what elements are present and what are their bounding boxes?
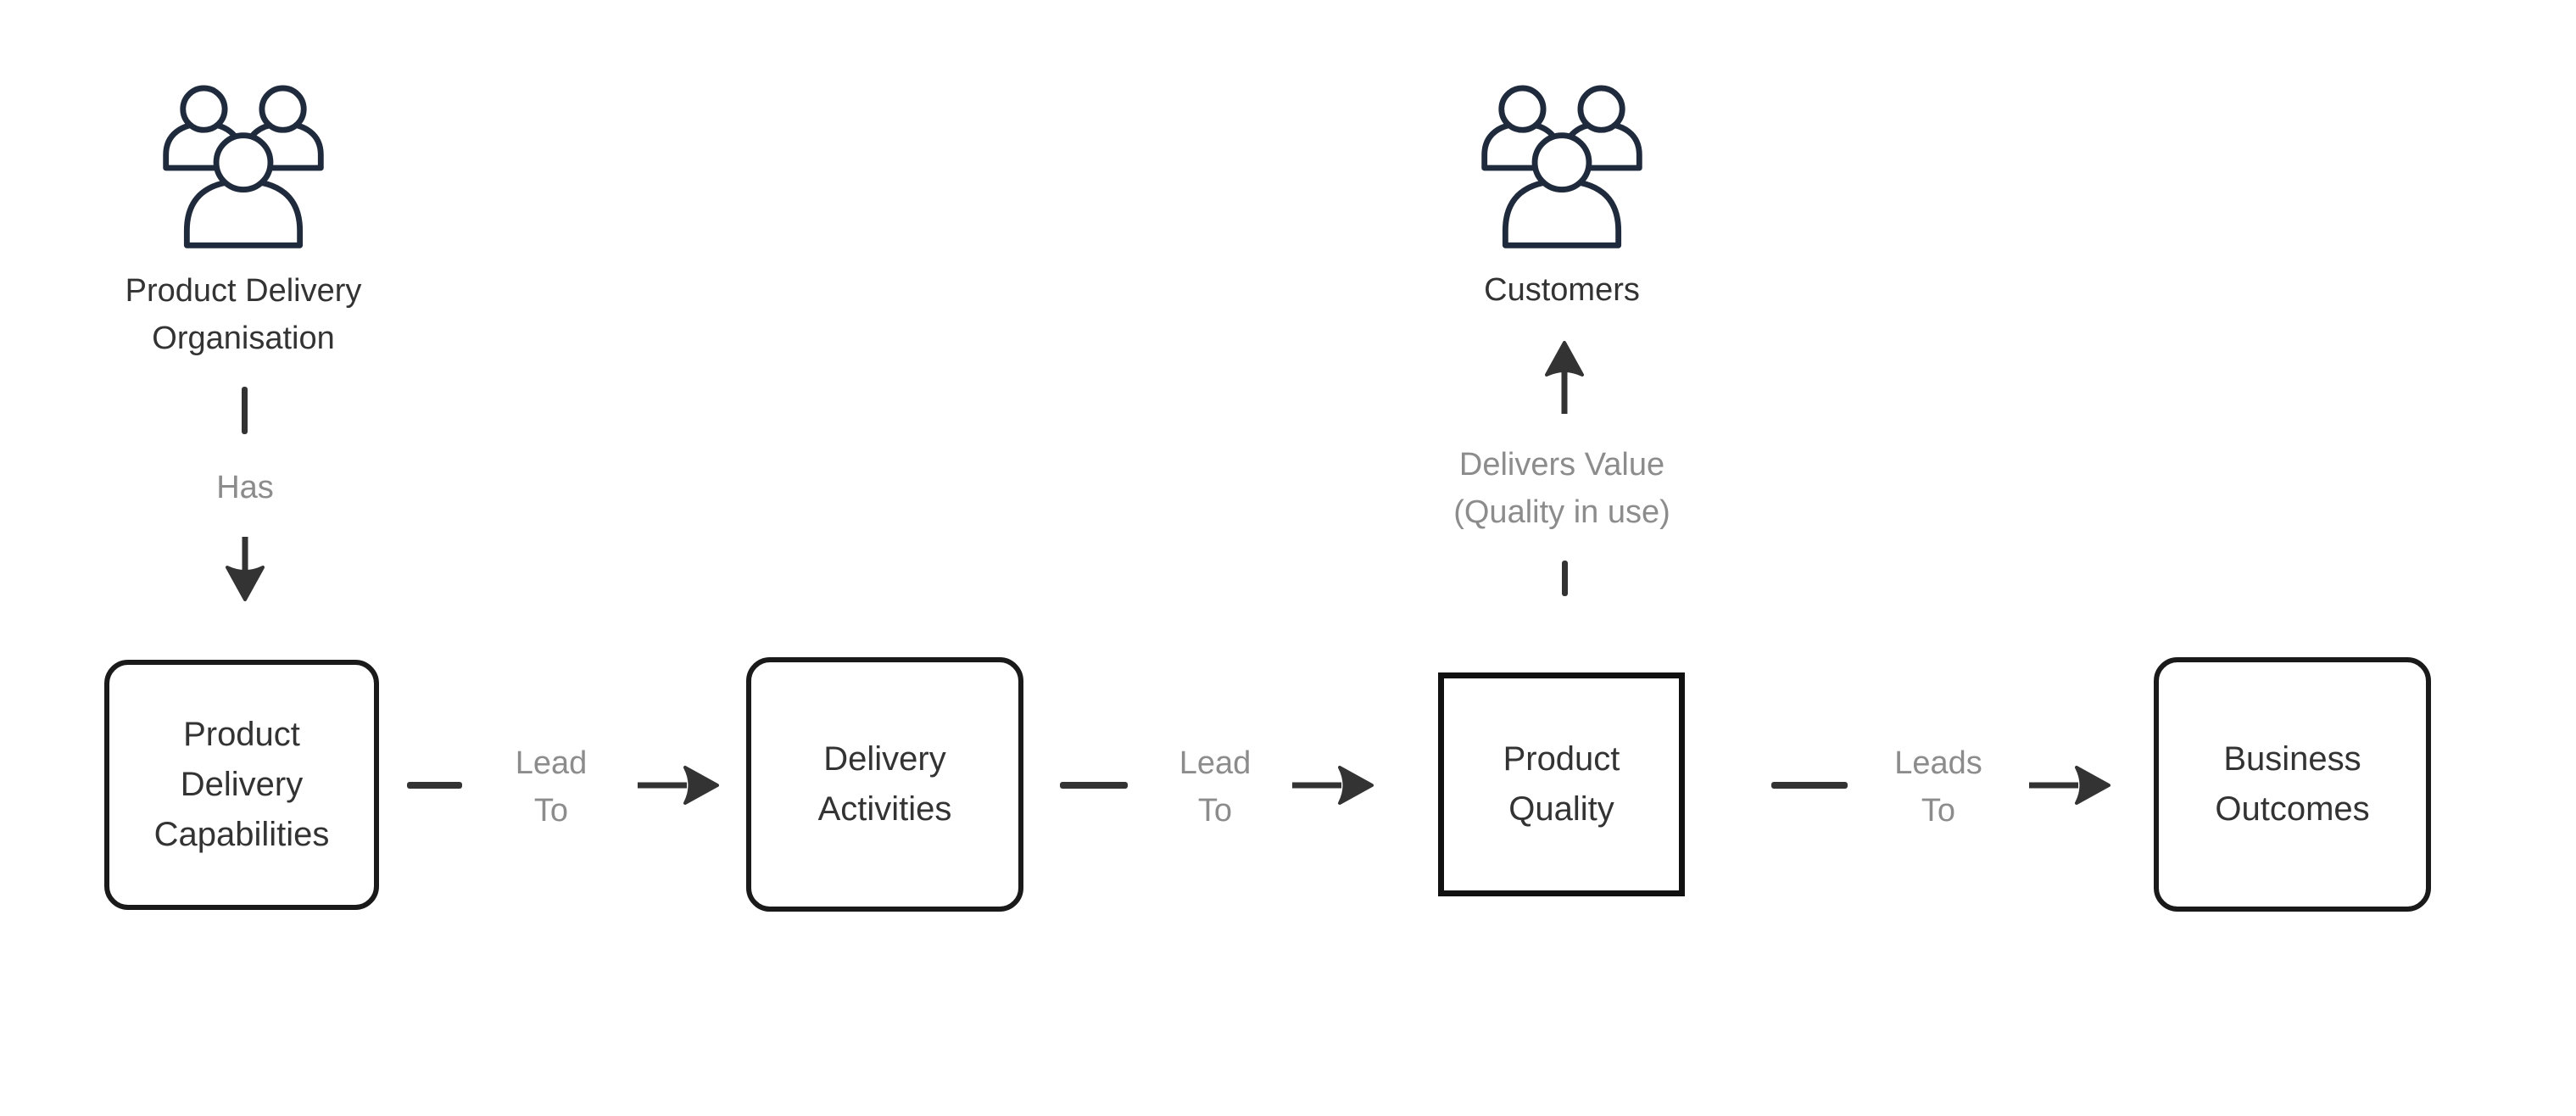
arrow-right-icon <box>1292 766 1374 805</box>
connector-label-line: To <box>533 793 569 829</box>
connector-segment <box>242 387 248 434</box>
node-label-line: Outcomes <box>2215 790 2370 828</box>
node-label: Product Quality <box>1503 734 1620 834</box>
connector-label-line: Leads <box>1894 745 1982 781</box>
connector-label-line: Lead <box>515 745 588 781</box>
node-label-line: Activities <box>817 790 952 828</box>
connector-label: Has <box>160 464 330 511</box>
node-label-line: Delivery <box>823 740 946 778</box>
people-group-icon <box>163 85 324 248</box>
arrow-up-icon <box>1545 341 1584 414</box>
connector-label-line: Delivers Value <box>1458 447 1665 483</box>
connector-label-line: Lead <box>1179 745 1252 781</box>
connector-label: Lead To <box>1130 739 1300 834</box>
node-business-outcomes: Business Outcomes <box>2154 657 2431 912</box>
node-label: Delivery Activities <box>818 734 952 834</box>
node-label: Product Delivery Capabilities <box>154 710 330 860</box>
actor-caption: Customers <box>1392 266 1731 314</box>
connector-label-line: To <box>1921 793 1956 829</box>
actor-caption: Product Delivery Organisation <box>74 267 413 362</box>
node-label-line: Product <box>1503 740 1620 778</box>
node-product-delivery-capabilities: Product Delivery Capabilities <box>104 660 379 910</box>
connector-segment <box>1771 782 1848 789</box>
node-product-quality: Product Quality <box>1438 672 1685 896</box>
connector-segment <box>407 782 462 789</box>
node-label-line: Product <box>183 716 300 753</box>
connector-label: Delivers Value (Quality in use) <box>1375 441 1748 536</box>
connector-segment <box>1562 561 1568 596</box>
node-label: Business Outcomes <box>2215 734 2369 834</box>
connector-label-line: Has <box>216 470 274 505</box>
actor-caption-line: Customers <box>1484 272 1640 308</box>
actor-caption-line: Product Delivery <box>125 273 362 309</box>
people-group-icon <box>1481 85 1642 248</box>
node-label-line: Delivery <box>180 766 304 803</box>
connector-label-line: (Quality in use) <box>1453 494 1670 530</box>
arrow-down-icon <box>226 537 265 601</box>
arrow-right-icon <box>638 766 719 805</box>
connector-segment <box>1060 782 1128 789</box>
node-delivery-activities: Delivery Activities <box>746 657 1023 912</box>
connector-label-line: To <box>1197 793 1233 829</box>
connector-label: Lead To <box>466 739 636 834</box>
actor-caption-line: Organisation <box>152 321 335 356</box>
connector-label: Leads To <box>1854 739 2023 834</box>
arrow-right-icon <box>2029 766 2110 805</box>
node-label-line: Quality <box>1508 790 1614 828</box>
node-label-line: Capabilities <box>153 816 330 853</box>
node-label-line: Business <box>2223 740 2361 778</box>
